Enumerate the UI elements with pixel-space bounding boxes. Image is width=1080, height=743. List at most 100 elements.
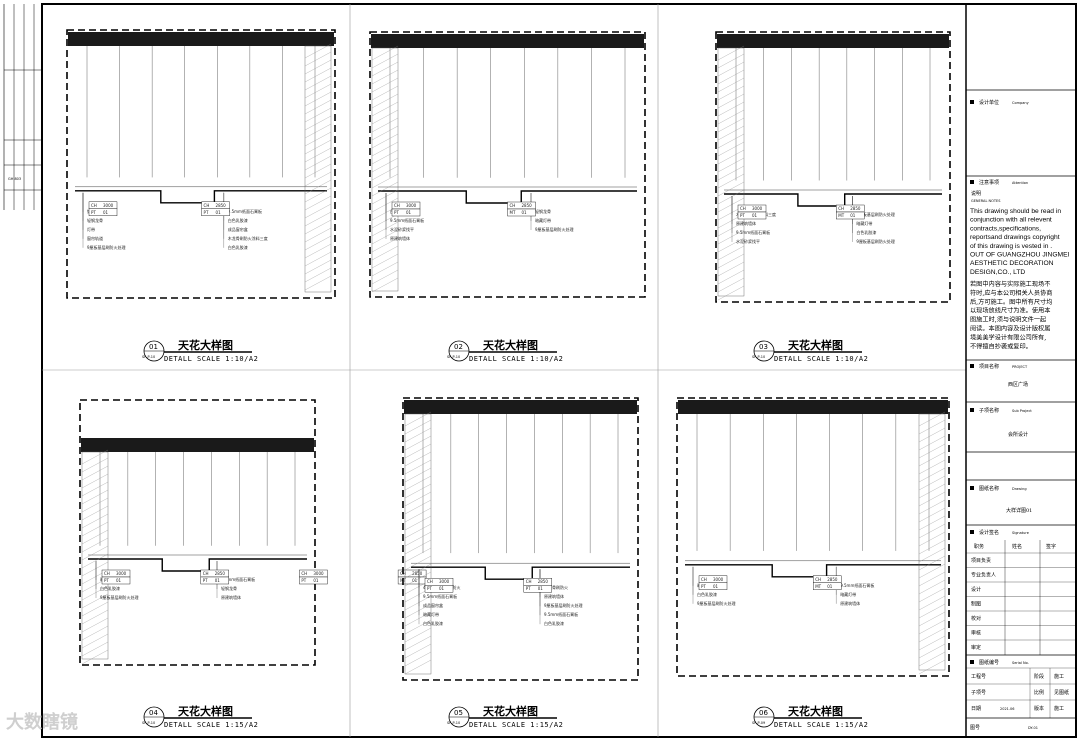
serial-value: 2021.06 — [1000, 707, 1014, 711]
wall-hatch-line — [404, 515, 432, 531]
project-value: 西区广场 — [1008, 381, 1028, 388]
detail-title: 天花大样图 — [788, 704, 843, 718]
detail-title: 天花大样图 — [483, 338, 538, 352]
detail-boundary — [715, 31, 951, 303]
wall-hatch-line — [304, 83, 332, 99]
wall-hatch-line — [717, 245, 745, 261]
wall-hatch-line — [918, 467, 946, 483]
sign-row-label: 项目负责 — [971, 557, 991, 564]
wall-hatch-line — [717, 101, 745, 117]
wall-hatch-line — [304, 131, 332, 147]
wall-hatch-line — [371, 77, 399, 93]
wall-hatch-line — [371, 197, 399, 213]
spec-tag-code: CH — [394, 203, 400, 208]
serial-key: 子项号 — [971, 689, 986, 696]
wall-hatch-line — [717, 85, 745, 101]
wall-hatch-line — [717, 69, 745, 85]
wall-hatch-line — [304, 187, 332, 203]
wall-hatch-line — [404, 531, 432, 547]
wall-hatch-line — [404, 459, 432, 475]
wall-hatch-line — [81, 457, 109, 473]
wall-hatch-line — [404, 451, 432, 467]
spec-tag — [299, 576, 328, 585]
wall-hatch-line — [304, 123, 332, 139]
wall-hatch-line — [304, 67, 332, 83]
spec-tag-code: PT — [526, 586, 531, 591]
wall-hatch-line — [81, 489, 109, 505]
spec-tag-value: 01 — [850, 213, 856, 218]
wall-hatch-line — [717, 181, 745, 197]
wall-hatch-line — [918, 531, 946, 547]
wall-hatch-line — [404, 643, 432, 659]
wall-hatch-line — [918, 475, 946, 491]
wall-hatch-line — [81, 633, 109, 649]
wall-hatch-line — [717, 269, 745, 285]
sign-row-label: 审定 — [971, 644, 981, 651]
detail-number: 03 — [759, 343, 768, 351]
material-label: 轻钢龙骨 — [87, 217, 103, 223]
spec-tag — [737, 211, 767, 220]
wall-hatch-line — [918, 611, 946, 627]
spec-tag-code: CH — [701, 577, 707, 582]
material-label: 木龙骨刷防火涂料三度 — [228, 235, 268, 241]
wall-hatch-line — [717, 77, 745, 93]
wall-hatch-line — [304, 267, 332, 283]
detail-ref: SF-P-10 — [447, 355, 460, 359]
wall-hatch-line — [304, 163, 332, 179]
detail-number: 01 — [149, 343, 158, 351]
spec-tag-code: PT — [394, 210, 399, 215]
concrete-slab — [81, 438, 314, 452]
wall-hatch-line — [404, 563, 432, 579]
wall-hatch-line — [371, 69, 399, 85]
spec-tag-code: CH — [526, 579, 532, 584]
wall-hatch-line — [371, 149, 399, 165]
wall-hatch-line — [717, 189, 745, 205]
wall-hatch-line — [81, 521, 109, 537]
detail-boundary — [66, 29, 336, 299]
detail-panel-01: 铝板饰面(成品)9.5mm纸面石膏板轻钢龙骨白色乳胶漆灯带成品窗帘盒窗帘轨道木龙… — [66, 29, 336, 363]
detail-number: 05 — [454, 709, 463, 717]
wall-hatch-line — [404, 627, 432, 643]
wall-hatch-line — [717, 61, 745, 77]
wall-hatch-line — [304, 259, 332, 275]
wall-hatch-line — [81, 505, 109, 521]
serial-value: 施工 — [1054, 673, 1064, 680]
wall-hatch-line — [371, 277, 399, 293]
wall-hatch-line — [304, 171, 332, 187]
wall-hatch-line — [717, 149, 745, 165]
spec-tag-value: 3000 — [439, 579, 450, 584]
wall-hatch-line — [404, 419, 432, 435]
wall-hatch-line — [404, 635, 432, 651]
signature-table: 职务姓名签字项目负责专业负责人设计制图校对审核审定 — [966, 540, 1076, 655]
detail-panel-05: 40×40木龙骨刷防火木龙骨刷防火9.5mm纸面石膏板原建筑墙体成品窗帘盒9厘板… — [402, 397, 639, 729]
material-label: 窗帘轨道 — [87, 235, 103, 241]
spec-tag-value: 01 — [439, 586, 445, 591]
wall-hatch-line — [404, 427, 432, 443]
note-line-cn: 境美美学设计有限公司所有, — [970, 333, 1046, 341]
serial-value: 见图纸 — [1054, 689, 1069, 696]
material-label: 9.5mm纸面石膏板 — [390, 217, 424, 223]
spec-tag-code: CH — [203, 571, 209, 576]
wall-hatch-line — [717, 229, 745, 245]
signature-label: 设计签名 — [979, 529, 999, 536]
material-label: 暗藏灯带 — [423, 611, 439, 617]
wall-hatch-line — [918, 603, 946, 619]
spec-tag-code: CH — [815, 577, 821, 582]
wall-hatch-line — [717, 141, 745, 157]
wall-hatch-line — [918, 459, 946, 475]
wall-hatch-line — [81, 545, 109, 561]
spec-tag-value: 01 — [412, 578, 418, 583]
watermark: 大数瞎镜 — [6, 711, 78, 733]
attention-marker — [970, 180, 974, 184]
material-label: 9.5mm纸面石膏板 — [544, 611, 578, 617]
spec-tag-value: 3000 — [713, 577, 724, 582]
wall-section — [304, 45, 332, 293]
wall-hatch-line — [304, 275, 332, 291]
material-label: 白色乳胶漆 — [423, 620, 443, 626]
serial-label-en: Serial No. — [1012, 661, 1029, 665]
spec-tag-value: 2850 — [216, 203, 227, 208]
detail-ref: SF-P-10 — [447, 721, 460, 725]
wall-hatch-line — [717, 117, 745, 133]
